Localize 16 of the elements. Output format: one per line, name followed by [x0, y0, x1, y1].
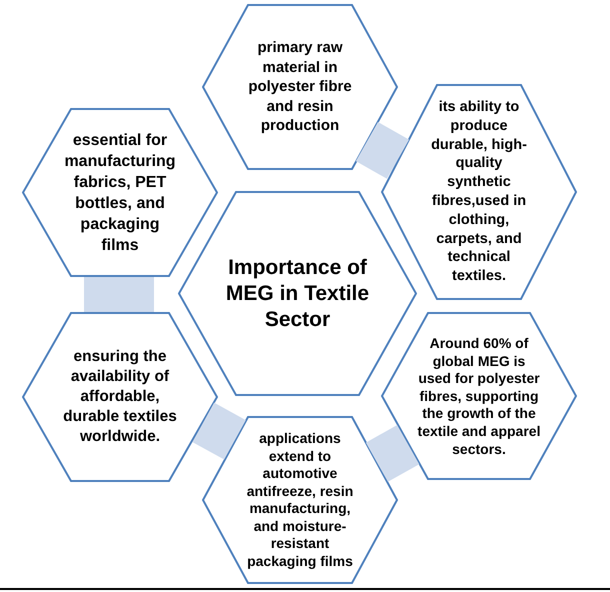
central-hexagon: [178, 191, 417, 396]
description-text: essential for manufacturing fabrics, PET bottles, and packaging films: [64, 132, 176, 254]
description-text: ensuring the availability of affordable, durable textiles worldwide.: [63, 348, 177, 445]
hexagon: [381, 312, 577, 480]
description-text: Around 60% of global MEG is used for polyester fibres, supporting the growth of the textile and apparel sectors.: [418, 335, 540, 457]
hexagon: [381, 84, 577, 300]
description-text: applications extend to automotive antifreeze, resin manufacturing, and moisture-resistant packaging films: [246, 430, 354, 568]
hexagon: [22, 108, 218, 277]
connector-band: [84, 277, 154, 312]
hexagon: [202, 4, 398, 170]
hexagon: [22, 312, 218, 482]
description-text: its ability to produce durable, high-quality synthetic fibres,used in clothing, carpets, and technical textiles.: [431, 99, 527, 284]
description-text: primary raw material in polyester fibre and resin production: [248, 39, 352, 134]
hexagon: [202, 416, 398, 584]
topic-text: Importance of MEG in Textile Sector: [226, 256, 370, 331]
connector-band: [192, 402, 246, 460]
